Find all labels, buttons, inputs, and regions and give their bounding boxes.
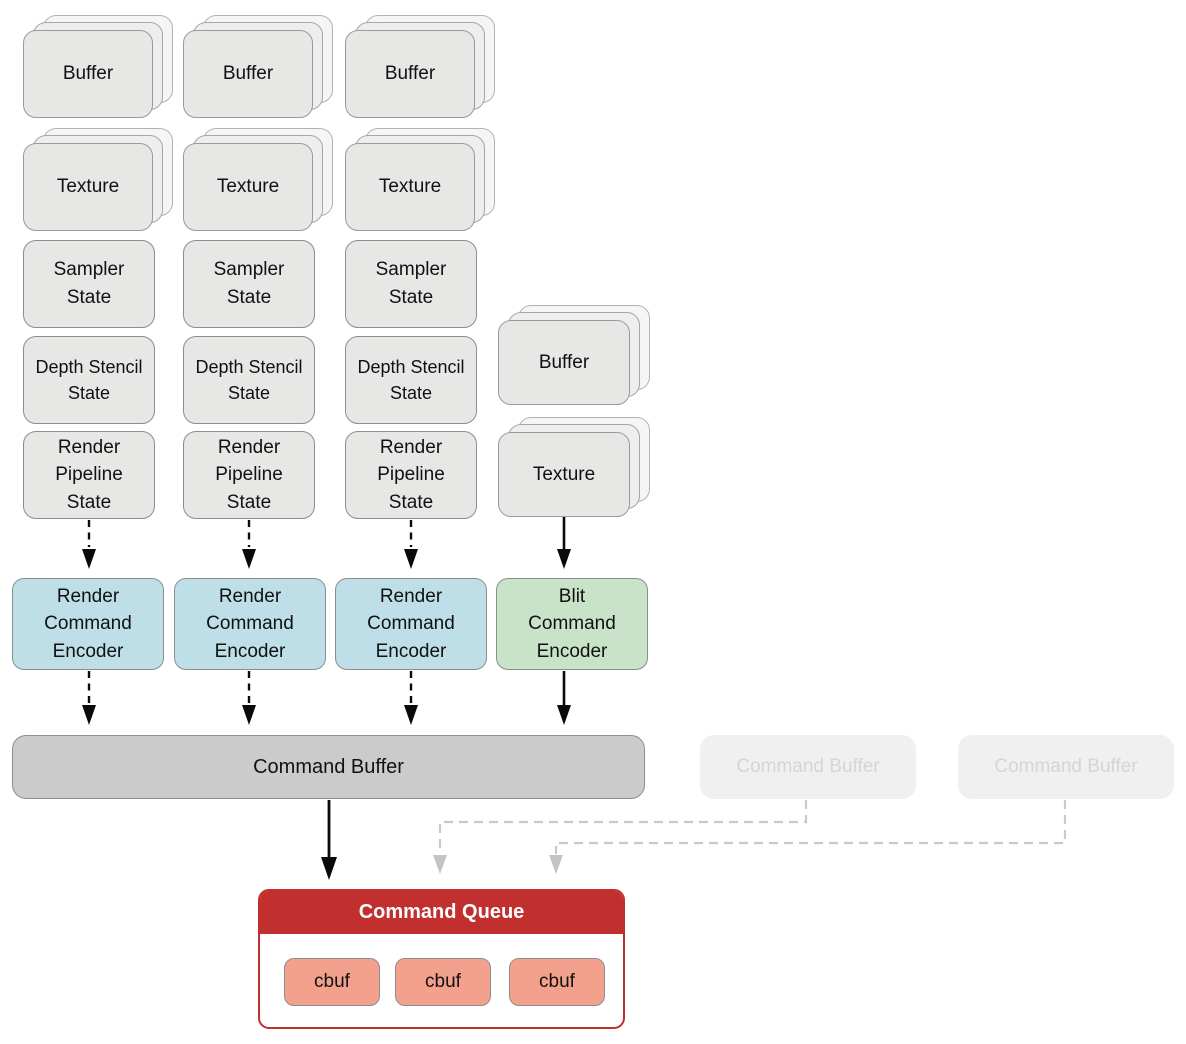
box-label: Render Pipeline State <box>55 436 123 513</box>
arrow-command-buffer-to-queue <box>321 800 337 880</box>
sampler-state-box-2: Sampler State <box>183 240 315 328</box>
arrow-blit-encoder-to-command-buffer <box>557 671 571 725</box>
box-label: cbuf <box>314 971 350 992</box>
box-label: Render Command Encoder <box>367 585 455 662</box>
arrow-texture-to-blit-encoder <box>557 517 571 569</box>
command-queue-title: Command Queue <box>358 901 525 923</box>
box-label: cbuf <box>425 971 461 992</box>
command-queue: Command Queue cbuf cbuf cbuf <box>258 889 625 1029</box>
box-label: Buffer <box>384 63 436 85</box>
render-pipeline-state-box-3: Render Pipeline State <box>345 431 477 519</box>
connector-faded-buffer2-to-queue <box>549 800 1067 874</box>
depth-stencil-state-box-2: Depth Stencil State <box>183 336 315 424</box>
box-label: Depth Stencil State <box>357 356 465 403</box>
render-command-encoder-1: Render Command Encoder <box>12 578 164 670</box>
render-pipeline-state-box-1: Render Pipeline State <box>23 431 155 519</box>
command-queue-header: Command Queue <box>260 891 623 934</box>
arrow-encoder1-to-command-buffer <box>82 671 96 725</box>
cbuf-box-1: cbuf <box>284 958 380 1006</box>
texture-box: Texture <box>23 143 153 231</box>
box-label: Command Buffer <box>253 755 404 778</box>
arrow-encoder2-to-command-buffer <box>242 671 256 725</box>
box-label: Sampler State <box>213 259 285 308</box>
cbuf-box-2: cbuf <box>395 958 491 1006</box>
buffer-box: Buffer <box>183 30 313 118</box>
connector-faded-buffer1-to-queue <box>433 800 808 874</box>
box-label: Render Command Encoder <box>206 585 294 662</box>
depth-stencil-state-box-1: Depth Stencil State <box>23 336 155 424</box>
box-label: Texture <box>216 176 280 198</box>
cbuf-box-3: cbuf <box>509 958 605 1006</box>
buffer-box: Buffer <box>23 30 153 118</box>
blit-command-encoder: Blit Command Encoder <box>496 578 648 670</box>
buffer-box: Buffer <box>498 320 630 405</box>
box-label: Render Pipeline State <box>215 436 283 513</box>
sampler-state-box-3: Sampler State <box>345 240 477 328</box>
box-label: Sampler State <box>53 259 125 308</box>
faded-command-buffer-1: Command Buffer <box>700 735 916 799</box>
box-label: Render Pipeline State <box>377 436 445 513</box>
depth-stencil-state-box-3: Depth Stencil State <box>345 336 477 424</box>
command-buffer-bar: Command Buffer <box>12 735 645 799</box>
box-label: Buffer <box>538 351 590 373</box>
texture-box: Texture <box>345 143 475 231</box>
box-label: Buffer <box>222 63 274 85</box>
box-label: Command Buffer <box>736 756 880 778</box>
buffer-box: Buffer <box>345 30 475 118</box>
sampler-state-box-1: Sampler State <box>23 240 155 328</box>
box-label: Sampler State <box>375 259 447 308</box>
box-label: Depth Stencil State <box>195 356 303 403</box>
box-label: Command Buffer <box>994 756 1138 778</box>
render-command-encoder-3: Render Command Encoder <box>335 578 487 670</box>
box-label: Depth Stencil State <box>35 356 143 403</box>
render-command-encoder-2: Render Command Encoder <box>174 578 326 670</box>
faded-command-buffer-2: Command Buffer <box>958 735 1174 799</box>
box-label: Texture <box>532 463 596 485</box>
texture-box: Texture <box>498 432 630 517</box>
texture-box: Texture <box>183 143 313 231</box>
box-label: Texture <box>378 176 442 198</box>
arrow-pipeline1-to-encoder1 <box>82 520 96 569</box>
box-label: Texture <box>56 176 120 198</box>
box-label: Render Command Encoder <box>44 585 132 662</box>
arrow-pipeline2-to-encoder2 <box>242 520 256 569</box>
box-label: Buffer <box>62 63 114 85</box>
box-label: Blit Command Encoder <box>528 585 616 662</box>
box-label: cbuf <box>539 971 575 992</box>
arrow-encoder3-to-command-buffer <box>404 671 418 725</box>
render-pipeline-state-box-2: Render Pipeline State <box>183 431 315 519</box>
arrow-pipeline3-to-encoder3 <box>404 520 418 569</box>
